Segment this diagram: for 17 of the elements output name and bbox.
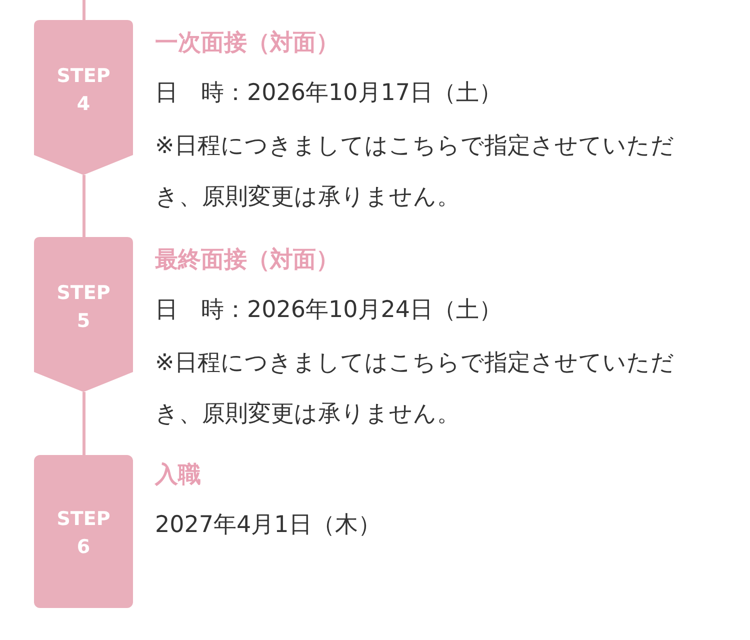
step-label: STEP 6 (56, 507, 112, 560)
step-badge (34, 237, 133, 392)
step-detail: ※日程につきましてはこちらで指定させていただき、原則変更は承りません。 (155, 132, 676, 212)
step-heading: 最終面接（対面） (155, 246, 340, 275)
step-label: STEP 5 (56, 281, 112, 334)
step-detail: 日 時：2026年10月24日（土） (155, 296, 504, 325)
step-heading: 一次面接（対面） (155, 29, 340, 58)
connector-line (82, 0, 86, 20)
step-detail: ※日程につきましてはこちらで指定させていただき、原則変更は承りません。 (155, 349, 676, 429)
step-detail: 日 時：2026年10月17日（土） (155, 79, 504, 108)
step-badge (34, 20, 133, 175)
step-badge (34, 455, 133, 608)
connector-line (82, 175, 86, 237)
connector-line (82, 392, 86, 455)
step-heading: 入職 (155, 461, 202, 490)
step-label: STEP 4 (56, 64, 112, 117)
step-detail: 2027年4月1日（木） (155, 511, 382, 540)
